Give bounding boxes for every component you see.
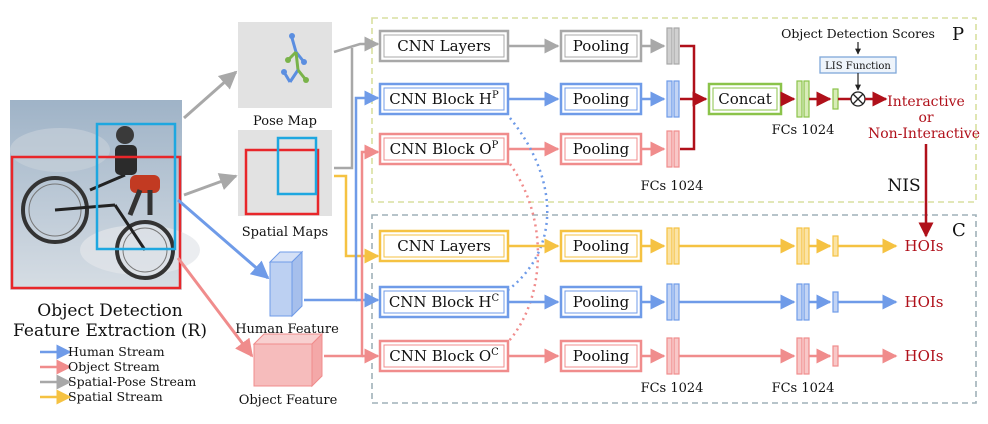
concat-label: Concat <box>718 90 772 108</box>
c-fc-2b <box>673 283 680 321</box>
p-pooling-2-box <box>559 82 643 116</box>
c-fc-3b <box>673 337 680 375</box>
c-fc-1b <box>673 227 680 265</box>
interactive-label-2: or <box>918 110 933 126</box>
p-pooling-3-box <box>559 132 643 166</box>
dotted-h-connection <box>507 117 549 291</box>
route-spatial-to-cnn-layers <box>334 48 354 170</box>
nis-label: NIS <box>887 176 920 196</box>
p-concat-fc-b <box>803 80 810 118</box>
c-cnn-block-o-box <box>378 339 510 373</box>
input-section-label-line2: Feature Extraction (R) <box>13 321 207 341</box>
c-fc-3d <box>803 337 810 375</box>
c-fc-1a <box>666 227 673 265</box>
c-fc-2d <box>803 283 810 321</box>
p-fc-2b <box>673 80 680 118</box>
arrow-photo-to-spatial <box>183 173 238 197</box>
c-pooling-2-box <box>559 285 643 319</box>
input-section-label-line1: Object Detection <box>37 301 183 321</box>
spatial-human-box <box>276 136 318 196</box>
c-fcs-label-1: FCs 1024 <box>641 381 704 396</box>
c-fc-2c <box>796 283 803 321</box>
pose-map-panel <box>238 22 332 108</box>
c-hois-3-label: HOIs <box>904 347 943 365</box>
c-hois-2-label: HOIs <box>904 293 943 311</box>
c-fc-2a <box>666 283 673 321</box>
c-cnn-block-h-label: CNN Block HC <box>389 293 500 311</box>
photo-bmx-rider <box>10 100 200 290</box>
p-fc-2a <box>666 80 673 118</box>
c-fc-1c <box>796 227 803 265</box>
c-fc-3e <box>832 345 839 367</box>
arrow-photo-to-human-feature <box>177 198 270 280</box>
object-feature-cuboid <box>252 332 324 388</box>
c-fc-3c <box>796 337 803 375</box>
c-fcs-label-2: FCs 1024 <box>772 381 835 396</box>
panel-p <box>371 17 977 203</box>
human-bbox <box>95 122 177 251</box>
c-fc-3a <box>666 337 673 375</box>
p-fc-3a <box>666 130 673 168</box>
panel-c <box>371 214 977 404</box>
human-feature-cuboid <box>268 250 304 318</box>
pose-skeleton-icon <box>281 33 309 83</box>
p-pooling-3-label: Pooling <box>573 140 630 158</box>
c-pooling-3-label: Pooling <box>573 347 630 365</box>
p-fcs-label-2: FCs 1024 <box>772 123 835 138</box>
object-detection-scores-label: Object Detection Scores <box>781 26 935 41</box>
p-pooling-1-label: Pooling <box>573 37 630 55</box>
p-pooling-1-box <box>559 29 643 63</box>
legend-spatial-pose-stream: Spatial-Pose Stream <box>68 374 196 389</box>
p-concat-fc-a <box>796 80 803 118</box>
p-single-fc <box>832 88 839 110</box>
c-cnn-block-h-box <box>378 285 510 319</box>
object-feature-label: Object Feature <box>239 393 338 408</box>
c-pooling-1-label: Pooling <box>573 237 630 255</box>
route-object-to-blocks <box>324 144 380 358</box>
spatial-maps-label: Spatial Maps <box>242 225 328 240</box>
p-fc-3b <box>673 130 680 168</box>
route-pose-to-cnn-layers <box>333 36 380 54</box>
p-cnn-layers-label: CNN Layers <box>397 37 491 55</box>
pose-map-label: Pose Map <box>253 114 317 129</box>
panel-p-label: P <box>952 24 964 45</box>
legend-spatial-stream: Spatial Stream <box>68 389 163 404</box>
legend: Human Stream Object Stream Spatial-Pose … <box>40 344 196 405</box>
p-fcs-label-1: FCs 1024 <box>641 179 704 194</box>
lis-function-label: LIS Function <box>825 61 891 72</box>
c-cnn-layers-label: CNN Layers <box>397 237 491 255</box>
c-hois-1-label: HOIs <box>904 237 943 255</box>
otimes-icon <box>850 91 866 107</box>
c-pooling-2-label: Pooling <box>573 293 630 311</box>
p-cnn-block-o-label: CNN Block OP <box>390 140 499 158</box>
p-pooling-2-label: Pooling <box>573 90 630 108</box>
dotted-o-connection <box>507 163 540 343</box>
c-fc-2e <box>832 291 839 313</box>
panel-c-label: C <box>952 220 966 241</box>
p-fc-1b <box>673 27 680 65</box>
p-fc-1a <box>666 27 673 65</box>
c-pooling-3-box <box>559 339 643 373</box>
c-cnn-block-o-label: CNN Block OC <box>389 347 499 365</box>
arrow-photo-to-object-feature <box>176 257 254 358</box>
concat-box <box>707 82 783 116</box>
interactive-label-1: Interactive <box>887 94 965 110</box>
spatial-object-box <box>244 148 320 216</box>
legend-human-stream: Human Stream <box>68 344 165 359</box>
merge-to-concat <box>680 44 696 151</box>
route-human-to-blocks <box>304 90 380 302</box>
c-fc-1d <box>803 227 810 265</box>
arrow-photo-to-pose <box>183 70 238 120</box>
c-fc-1e <box>832 235 839 257</box>
interactive-label-3: Non-Interactive <box>868 126 980 142</box>
legend-object-stream: Object Stream <box>68 359 160 374</box>
human-feature-label: Human Feature <box>235 322 339 337</box>
p-cnn-block-o-box <box>378 132 510 166</box>
p-cnn-block-h-label: CNN Block HP <box>389 90 499 108</box>
